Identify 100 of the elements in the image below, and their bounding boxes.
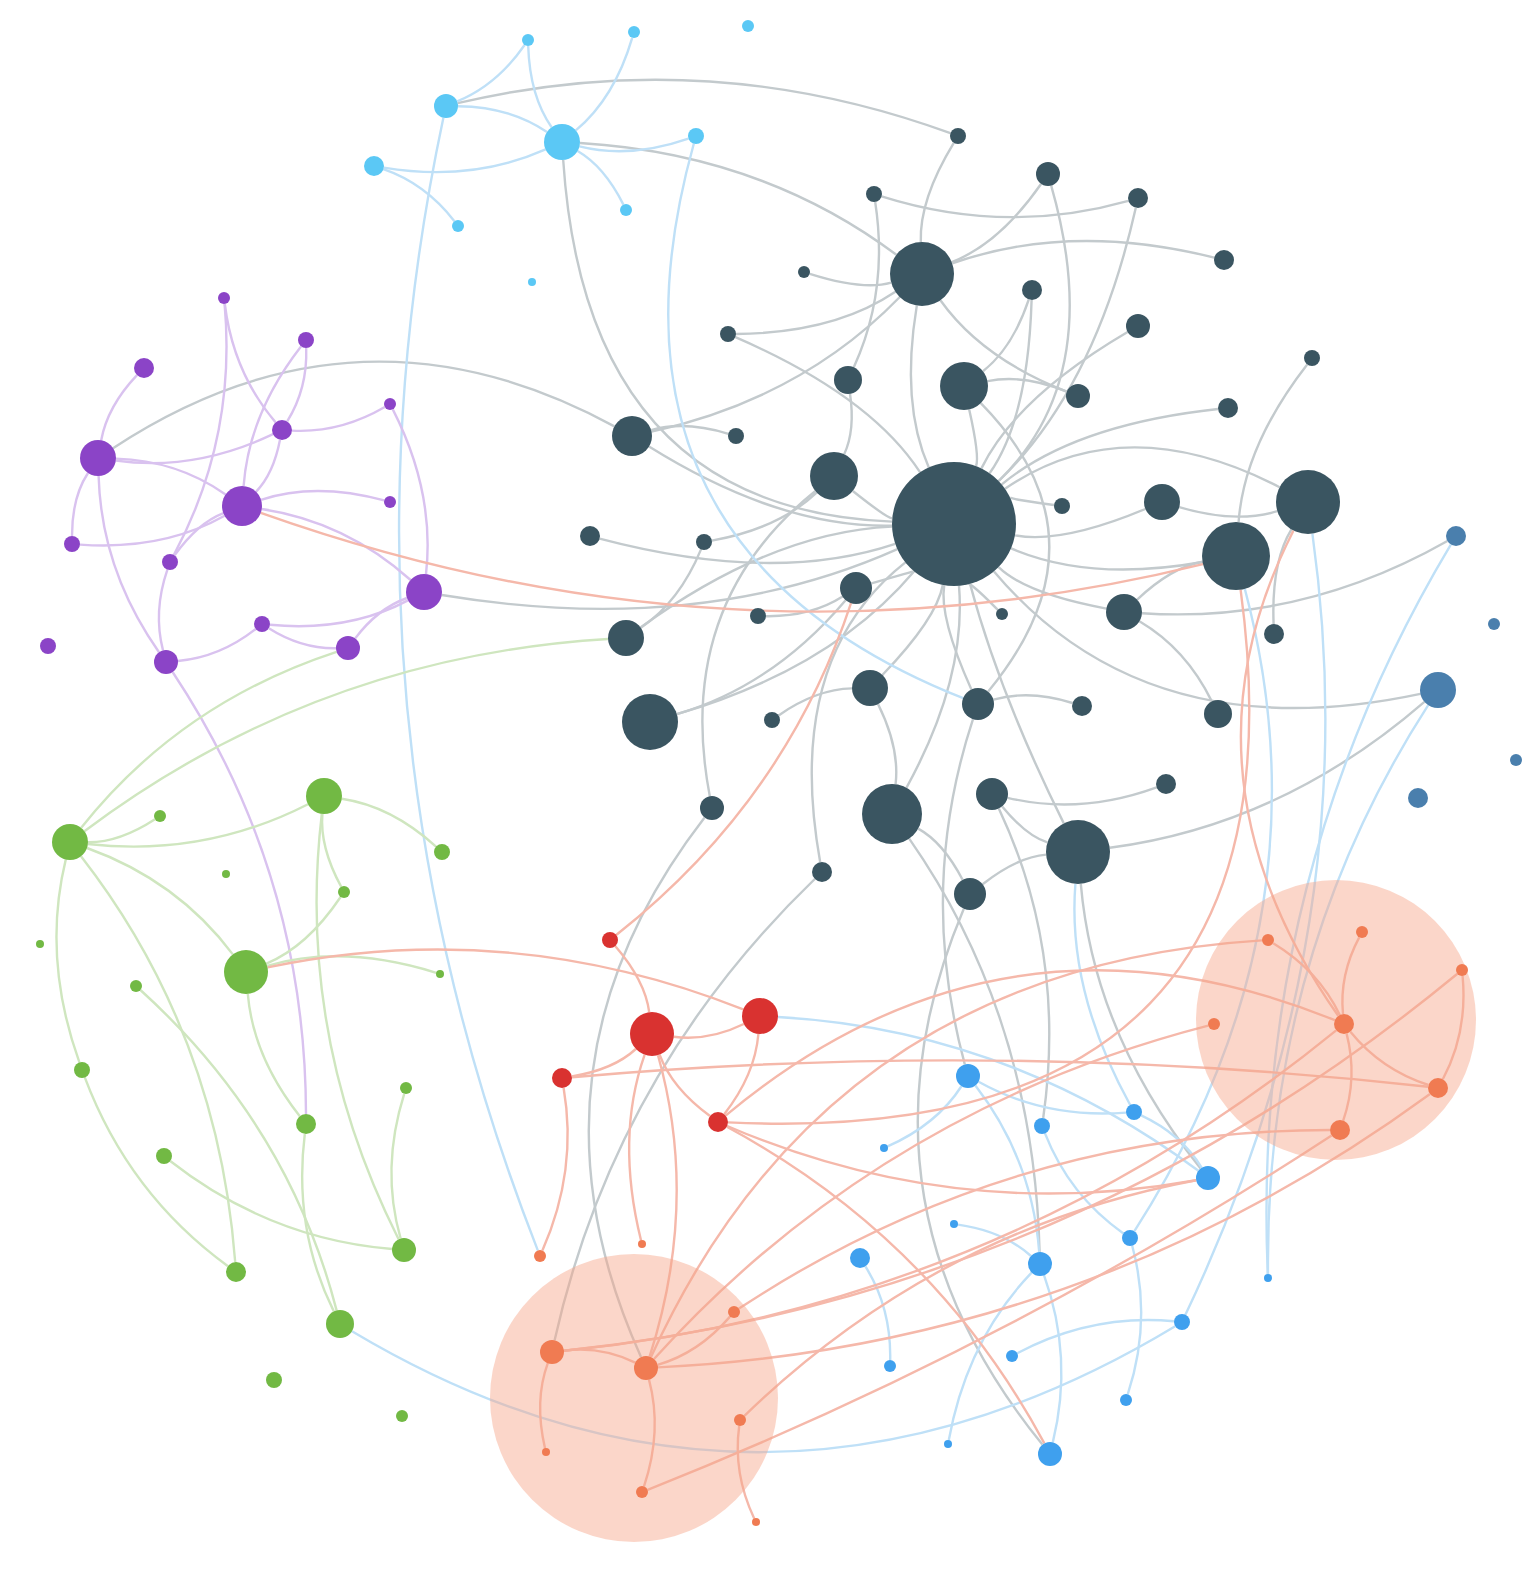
network-node [1128,188,1148,208]
network-node [810,452,858,500]
network-node [1120,1394,1132,1406]
connector-line [876,703,898,785]
network-node [392,1238,416,1262]
connector-line [777,1015,1200,1172]
connector-line [993,570,1421,710]
connector-line [87,803,309,848]
connector-line [301,1133,335,1312]
connector-line [266,955,437,974]
network-node [552,1068,572,1088]
network-node [852,670,888,706]
connector-line [527,45,553,128]
network-node [956,1064,980,1088]
connector-line [83,1076,229,1268]
network-node [384,496,396,508]
connector-line [83,637,609,833]
connector-line [1138,620,1213,702]
connector-line [398,117,539,1251]
connector-line [810,561,907,863]
connector-line [942,585,973,690]
network-node [962,688,994,720]
connector-line [1141,539,1448,616]
connector-line [390,1093,406,1239]
network-node [326,1310,354,1338]
connector-line [391,408,429,575]
network-node [866,186,882,202]
connector-line [649,939,1263,1358]
network-node [1202,522,1270,590]
network-node [622,694,678,750]
connector-line [726,1125,1046,1444]
connector-line [169,1160,393,1251]
network-node [1488,618,1500,630]
network-node [1126,1104,1142,1120]
network-node [700,796,724,820]
connector-line [541,1087,569,1252]
connector-line [383,148,547,174]
connector-line [1349,1031,1429,1087]
network-node [862,784,922,844]
connector-line [711,491,818,542]
network-node [764,712,780,728]
network-node [154,810,166,822]
network-node [1006,1350,1018,1362]
connector-line [947,1271,1033,1441]
network-node [638,1240,646,1248]
network-node [884,1360,896,1372]
connector-line [658,1054,711,1117]
connector-line [1001,407,1219,486]
connector-line [79,514,226,547]
connector-line [981,853,1047,886]
connector-line [1136,560,1203,601]
network-node [162,554,178,570]
network-node [1276,470,1340,534]
connector-line [997,566,1107,610]
connector-line [1008,495,1055,507]
network-node [36,940,44,948]
connector-line [456,44,526,103]
connector-line [571,1048,637,1078]
connector-line [908,837,1041,1253]
connector-line [951,239,1215,265]
network-node [298,332,314,348]
connector-line [650,424,729,435]
network-node [940,362,988,410]
connector-line [1342,1033,1353,1121]
connector-line [734,336,921,473]
network-node [696,534,712,550]
connector-line [988,299,1033,474]
network-node [336,636,360,660]
network-node [880,1144,888,1152]
connector-line [957,1223,1032,1257]
connector-line [341,797,437,848]
connector-line [657,1315,731,1366]
connector-line [1014,507,1146,539]
network-node [522,34,534,46]
connector-line [139,989,338,1311]
connector-line [320,813,343,888]
network-node [434,844,450,860]
connector-line [599,537,896,565]
connector-line [941,718,975,1065]
connector-line [917,908,1044,1446]
connector-line [676,599,847,716]
connector-line [1272,528,1293,625]
network-node [1046,820,1110,884]
network-node [254,616,270,632]
connector-line [1133,588,1273,1232]
connector-line [260,489,385,502]
connector-line [223,303,277,424]
connector-line [1001,805,1048,844]
connector-line [728,589,1250,1125]
network-node [272,420,292,440]
network-node [1034,1118,1050,1134]
connector-line [968,409,979,467]
network-node [266,1372,282,1388]
network-node [812,862,832,882]
connector-line [1126,1245,1143,1395]
connector-line [864,1265,892,1360]
connector-line [1010,547,1203,571]
connector-line [1073,883,1132,1106]
network-node [630,1012,674,1056]
connector-line [87,818,156,844]
